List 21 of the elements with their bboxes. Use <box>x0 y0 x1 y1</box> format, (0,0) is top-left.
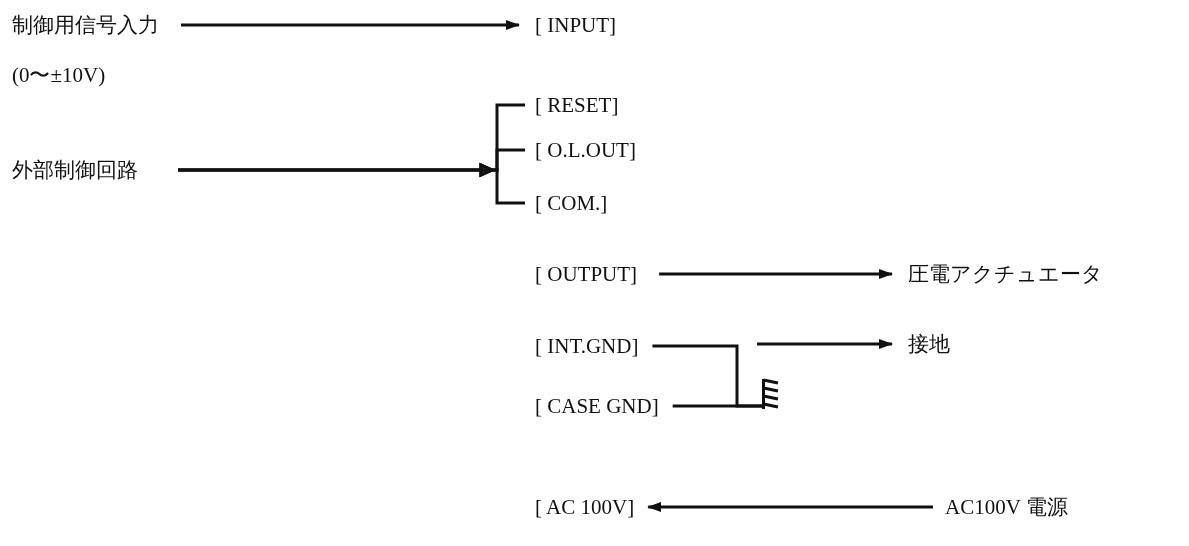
terminal-label: [ RESET] <box>535 92 619 118</box>
ground-symbol <box>762 378 780 410</box>
signal-label: AC100V 電源 <box>945 494 1068 520</box>
arrow <box>757 339 893 349</box>
terminal-label: [ COM.] <box>535 190 608 216</box>
terminal-label: [ CASE GND] <box>535 393 659 419</box>
signal-label: 制御用信号入力 <box>12 12 159 38</box>
branch-arrow <box>176 163 527 205</box>
range-label: (0〜±10V) <box>12 62 107 88</box>
signal-label: 圧電アクチュエータ <box>908 261 1103 287</box>
terminal-label: [ AC 100V] <box>535 494 635 520</box>
wire <box>672 404 764 408</box>
arrow <box>659 269 893 279</box>
terminal-label: [ O.L.OUT] <box>535 137 636 163</box>
terminal-label: [ OUTPUT] <box>535 261 638 287</box>
terminal-label: [ INPUT] <box>535 12 617 38</box>
arrow <box>181 20 520 30</box>
signal-label: 外部制御回路 <box>12 157 138 183</box>
signal-label: 接地 <box>908 331 950 357</box>
arrow <box>647 502 933 512</box>
terminal-label: [ INT.GND] <box>535 333 639 359</box>
